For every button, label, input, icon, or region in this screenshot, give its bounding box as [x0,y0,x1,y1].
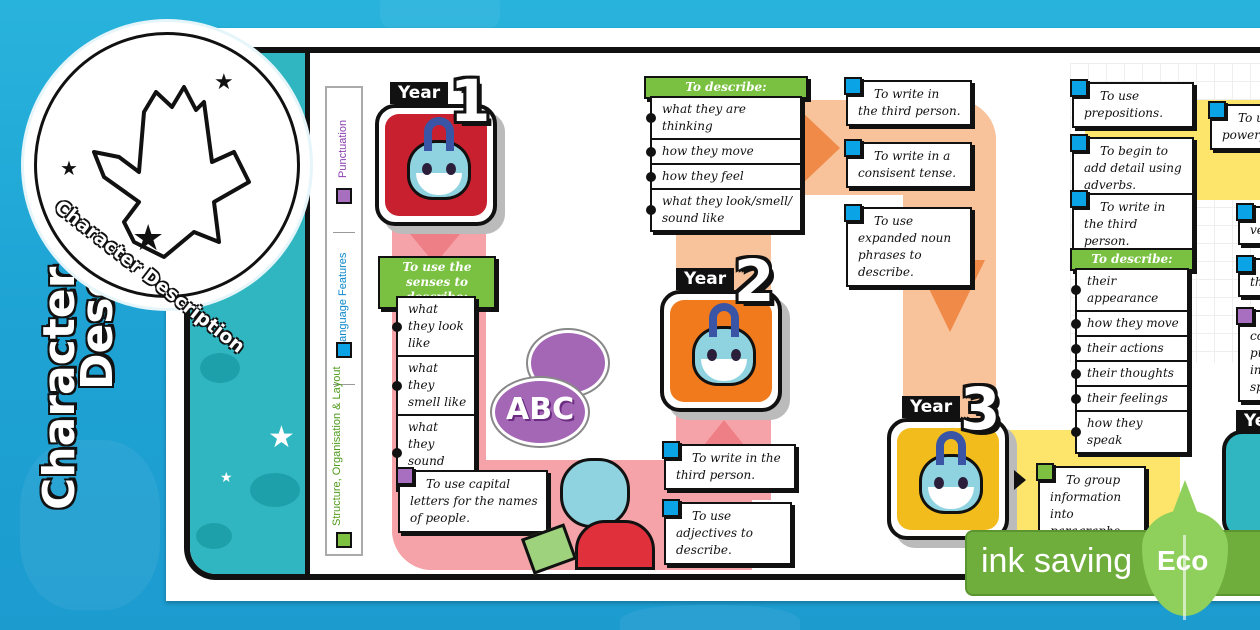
legend-item-punctuation: Punctuation [327,88,361,228]
structure-swatch [336,532,352,548]
year-4-badge-partial [1222,430,1260,540]
objective-card-partial: cor pu inc spe [1236,307,1260,402]
background-shape [20,440,160,610]
legend-item-structure: Structure, Organisation & Layout [327,366,361,554]
list-item: what they look/smell/ sound like [646,188,800,230]
divider [333,384,355,385]
year-1-senses-list: what they look like what they smell like… [392,296,476,492]
language-marker-icon [1070,134,1088,152]
objective-card-partial: To u powerfu [1208,101,1260,150]
punctuation-marker-icon [396,467,414,485]
structure-marker-icon [1036,463,1054,481]
objective-card-partial: thi [1236,255,1260,297]
character-face-icon [407,117,471,200]
year-3-tag: Year [902,396,961,418]
year-1-tag: Year [390,82,449,104]
legend-item-language: Language Features [327,238,361,378]
year-1-badge [375,104,497,226]
language-marker-icon [662,499,680,517]
character-face-icon [692,303,756,386]
year-2-badge [660,290,782,412]
objective-card: To use prepositions. [1070,79,1194,128]
year-4-tag: Ye [1236,410,1260,432]
language-marker-icon [844,77,862,95]
reading-character-illustration [560,458,630,528]
background-shape [620,605,800,630]
speech-bubble [492,378,588,446]
year-2-tag: Year [676,268,735,290]
language-marker-icon [844,139,862,157]
language-marker-icon [844,204,862,222]
list-item: what they look like [392,296,474,355]
objective-card: To write in the third person. [1070,190,1194,256]
star-icon: ★ [268,420,295,455]
arrow-right-icon [800,110,840,186]
legend-label: Language Features [337,252,349,348]
objective-card: To use expanded noun phrases to describe… [844,204,972,287]
logo-ring [34,32,300,298]
year-3-badge [887,418,1009,540]
language-features-swatch [336,342,352,358]
star-icon: ★ [60,156,78,180]
list-item: their appearance [1071,268,1187,310]
objective-card: To use adjectives to describe. [662,499,792,565]
list-item: what they smell like [392,355,474,414]
language-marker-icon [662,441,680,459]
punctuation-marker-icon [1236,307,1254,325]
list-item: what they are thinking [646,96,800,138]
year-1-number: 1 [450,67,491,135]
list-item: how they move [646,138,800,163]
objective-card: To write in the third person. [844,77,972,126]
arrow-right-icon [1014,470,1026,490]
objective-card-partial: ver [1236,203,1260,245]
speech-bubble-text: ABC [506,392,575,427]
objective-card: To write in the third person. [662,441,796,490]
language-marker-icon [1208,101,1226,119]
eco-label: ink saving [981,542,1133,580]
list-item: their actions [1071,335,1187,360]
character-silhouette-icon [92,85,251,259]
language-marker-icon [1070,190,1088,208]
objective-card: To write in a consisent tense. [844,139,972,188]
language-marker-icon [1236,255,1254,273]
character-face-icon [919,431,983,514]
leaf-stem [1183,535,1186,620]
objective-card: To use capital letters for the names of … [396,467,548,533]
list-item: their thoughts [1071,360,1187,385]
language-marker-icon [1070,79,1088,97]
legend-label: Punctuation [337,119,349,178]
divider [333,232,355,233]
punctuation-swatch [336,188,352,204]
list-item: how they move [1071,310,1187,335]
star-icon: ★ [214,70,234,95]
year-2-describe-list: what they are thinking how they move how… [646,96,802,232]
legend-column: Punctuation Language Features Structure,… [325,86,363,556]
year-3-number: 3 [960,375,1001,443]
objective-card: To begin to add detail using adverbs. [1070,134,1194,200]
character-body [575,520,655,570]
list-item: how they speak [1071,410,1187,452]
star-icon: ★ [220,470,233,486]
character-description-logo: ★ ★ ★ Character Description [24,22,310,358]
eco-badge: Eco [1157,545,1209,576]
list-item: how they feel [646,163,800,188]
year-2-number: 2 [734,247,775,315]
language-marker-icon [1236,203,1254,221]
list-item: their feelings [1071,385,1187,410]
star-icon: ★ [132,218,165,259]
year-3-describe-list: their appearance how they move their act… [1071,268,1189,454]
legend-label: Structure, Organisation & Layout [331,366,343,526]
